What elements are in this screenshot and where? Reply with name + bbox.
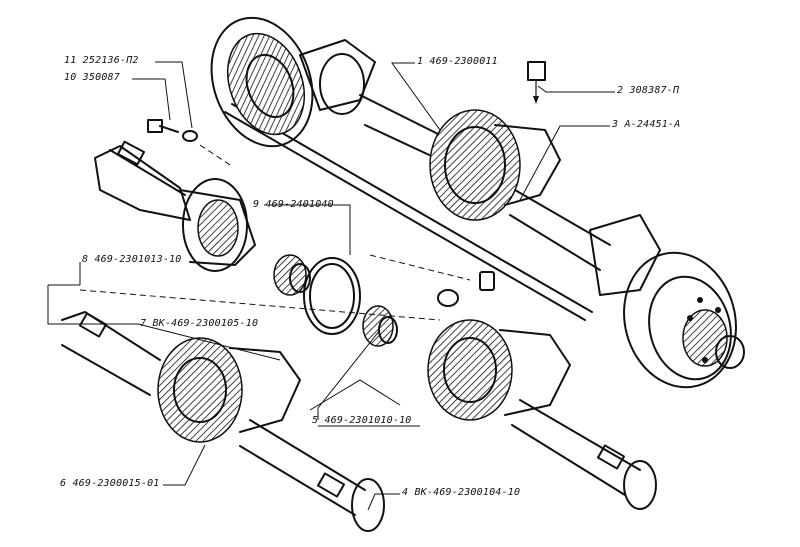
axle-housing-lower [61, 311, 385, 532]
axle-housing-right-half [427, 319, 657, 510]
callout-7: 7 ВК-469-2300105-10 [140, 318, 259, 329]
leader-lines [47, 61, 615, 511]
assembled-axle [210, 16, 745, 389]
callout-10: 10 350087 [64, 72, 120, 83]
callout-2: 2 308387-П [617, 85, 680, 96]
callout-9: 9 469-2401040 [253, 199, 334, 210]
callout-6: 6 469-2300015-01 [60, 478, 160, 489]
callout-1: 1 469-2300011 [417, 56, 498, 67]
axle-housing-left-half [94, 140, 256, 272]
callout-4: 4 ВК-469-2300104-10 [402, 487, 521, 498]
callout-5: 5 469-2301010-10 [312, 415, 412, 426]
callout-3: 3 А-24451-А [612, 119, 681, 130]
bearings-and-gasket [273, 254, 398, 347]
bolt-and-washer [147, 119, 198, 142]
centre-lines [79, 144, 471, 321]
callout-8: 8 469-2301013-10 [82, 254, 182, 265]
callout-11: 11 252136-П2 [64, 55, 139, 66]
